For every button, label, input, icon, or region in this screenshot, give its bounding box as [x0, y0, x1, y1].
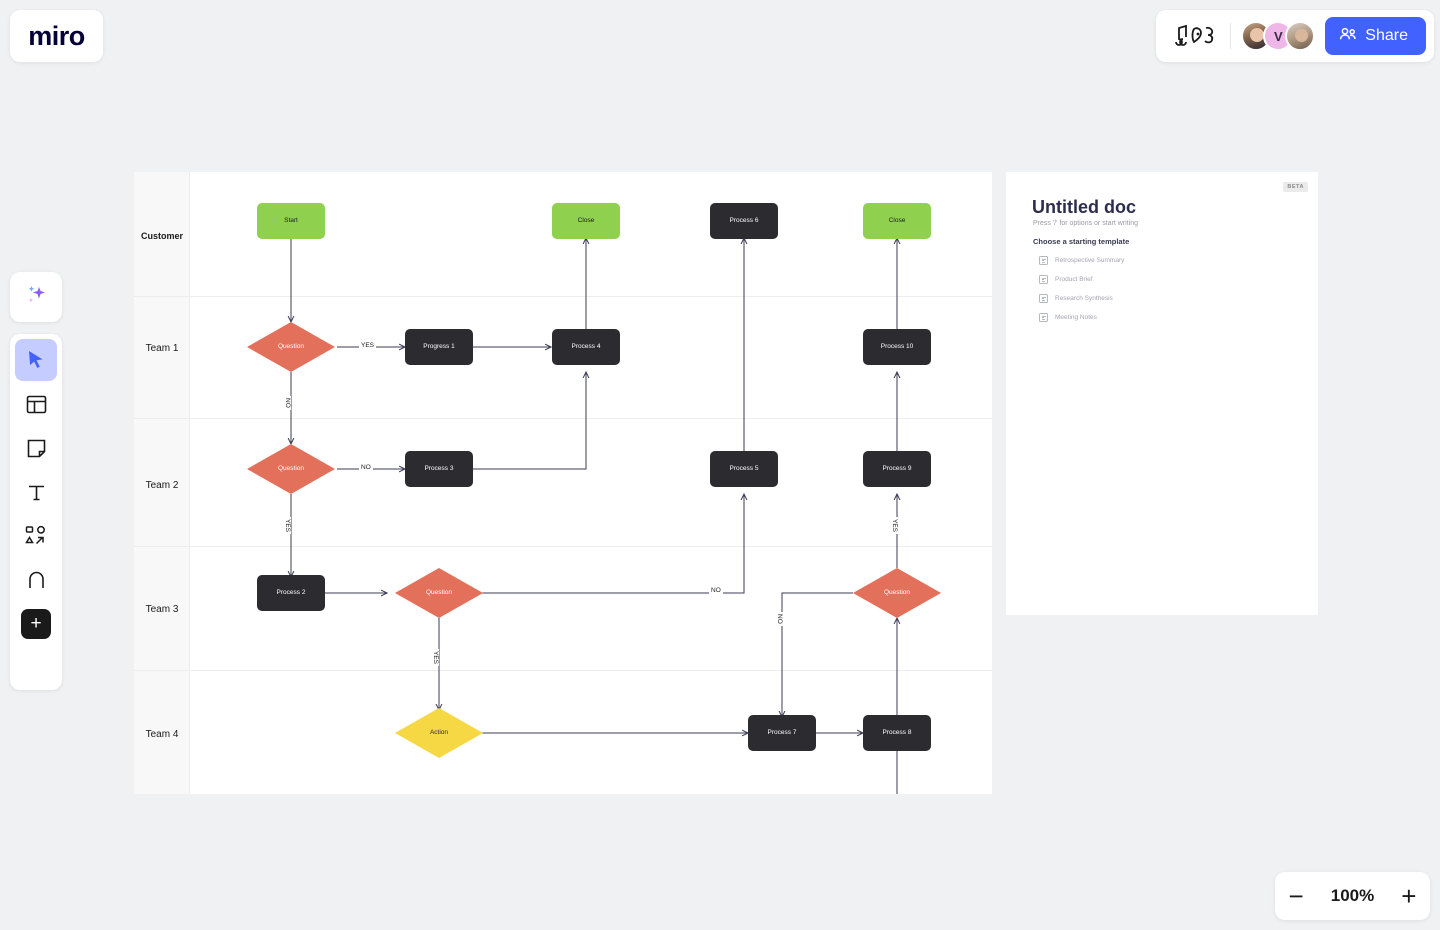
edge-label-q1-yes: YES	[359, 342, 377, 349]
doc-template-meeting-notes[interactable]: Meeting Notes	[1039, 313, 1097, 322]
node-process-9[interactable]: Process 9	[863, 451, 931, 487]
edge-label-q4-no: NO	[776, 612, 783, 626]
select-cursor-tool[interactable]	[15, 339, 57, 381]
document-icon	[1039, 294, 1048, 303]
doc-title[interactable]: Untitled doc	[1032, 197, 1136, 217]
edge-label-q1-no: NO	[284, 396, 291, 410]
share-label: Share	[1365, 27, 1408, 44]
node-question-2[interactable]: Question	[247, 444, 335, 494]
node-action[interactable]: Action	[395, 708, 483, 758]
more-tools-button[interactable]: +	[21, 609, 51, 639]
zoom-level-label[interactable]: 100%	[1330, 886, 1375, 905]
miro-logo-text: miro	[28, 20, 85, 51]
music-notes-icon[interactable]	[1170, 21, 1224, 51]
node-close-1[interactable]: Close	[552, 203, 620, 239]
edge-label-q4-yes: YES	[891, 517, 898, 535]
swimlane-diagram-frame: Customer Team 1 Team 2 Team 3 Team 4	[134, 172, 992, 794]
zoom-control: − 100% +	[1275, 872, 1430, 920]
lane-label-team-4: Team 4	[145, 729, 179, 740]
lane-label-column	[134, 172, 190, 794]
document-icon	[1039, 275, 1048, 284]
text-tool[interactable]	[15, 471, 57, 513]
edge-label-q3-no: NO	[709, 587, 723, 594]
document-icon	[1039, 256, 1048, 265]
zoom-in-button[interactable]: +	[1401, 881, 1417, 911]
doc-template-label: Product Brief	[1055, 276, 1093, 283]
node-process-8[interactable]: Process 8	[863, 715, 931, 751]
doc-template-label: Meeting Notes	[1055, 314, 1097, 321]
node-question-4[interactable]: Question	[853, 568, 941, 618]
zoom-out-button[interactable]: −	[1288, 881, 1304, 911]
ai-tool-card[interactable]	[10, 272, 62, 322]
edge-label-q3-yes: YES	[432, 649, 439, 667]
document-icon	[1039, 313, 1048, 322]
doc-placeholder-hint: Press '/' for options or start writing	[1033, 220, 1138, 227]
doc-template-label: Research Synthesis	[1055, 295, 1113, 302]
node-close-2[interactable]: Close	[863, 203, 931, 239]
lane-label-team-1: Team 1	[145, 343, 179, 354]
avatar[interactable]	[1285, 21, 1316, 51]
edge-label-q2-yes: YES	[284, 517, 291, 535]
node-process-4[interactable]: Process 4	[552, 329, 620, 365]
header-divider	[1230, 23, 1232, 49]
doc-template-research-synthesis[interactable]: Research Synthesis	[1039, 294, 1113, 303]
node-question-3[interactable]: Question	[395, 568, 483, 618]
header-right-cluster: V Share	[1156, 10, 1434, 62]
doc-section-title: Choose a starting template	[1033, 237, 1130, 246]
shapes-and-connectors-tool[interactable]	[15, 515, 57, 557]
node-progress-1[interactable]: Progress 1	[405, 329, 473, 365]
doc-template-product-brief[interactable]: Product Brief	[1039, 275, 1093, 284]
sticky-note-tool[interactable]	[15, 427, 57, 469]
node-process-2[interactable]: Process 2	[257, 575, 325, 611]
node-process-7[interactable]: Process 7	[748, 715, 816, 751]
avatar-initial: V	[1273, 28, 1283, 44]
untitled-doc-frame: BETA Untitled doc Press '/' for options …	[1006, 172, 1318, 615]
edge-label-q2-no: NO	[359, 464, 373, 471]
lane-divider	[134, 296, 992, 297]
node-start[interactable]: Start	[257, 203, 325, 239]
collaborator-avatars: V	[1241, 21, 1316, 51]
lane-divider	[134, 546, 992, 547]
lane-label-customer: Customer	[140, 231, 183, 241]
share-button[interactable]: Share	[1325, 17, 1426, 55]
lane-label-team-3: Team 3	[145, 604, 179, 615]
node-question-1[interactable]: Question	[247, 322, 335, 372]
ai-sparkles-icon	[23, 282, 49, 313]
node-process-6[interactable]: Process 6	[710, 203, 778, 239]
beta-badge: BETA	[1283, 182, 1308, 192]
node-process-3[interactable]: Process 3	[405, 451, 473, 487]
doc-template-label: Retrospective Summary	[1055, 257, 1125, 264]
lane-label-team-2: Team 2	[145, 480, 179, 491]
people-icon	[1339, 27, 1357, 46]
doc-template-retrospective-summary[interactable]: Retrospective Summary	[1039, 256, 1124, 265]
pen-draw-tool[interactable]	[15, 559, 57, 601]
templates-frame-tool[interactable]	[15, 383, 57, 425]
lane-divider	[134, 418, 992, 419]
miro-logo[interactable]: miro	[10, 10, 103, 62]
lane-divider	[134, 670, 992, 671]
node-process-5[interactable]: Process 5	[710, 451, 778, 487]
node-process-10[interactable]: Process 10	[863, 329, 931, 365]
main-toolbar: +	[10, 334, 62, 690]
